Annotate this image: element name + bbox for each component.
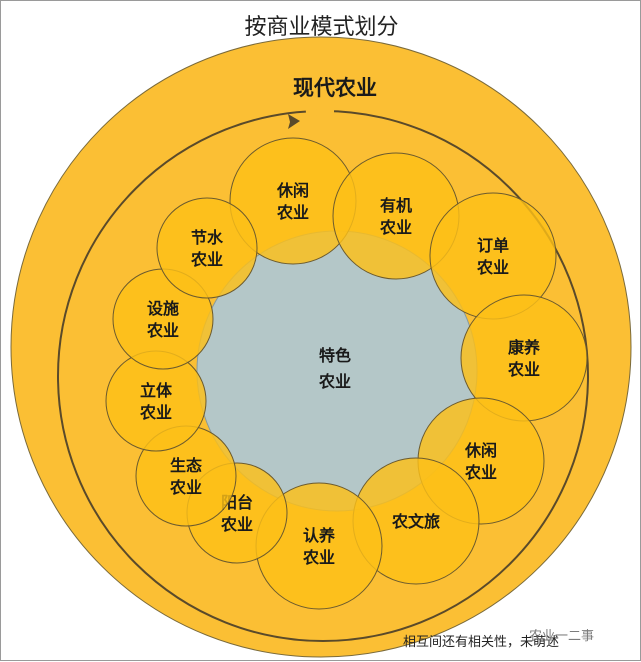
node-circle: [156, 197, 258, 299]
node-label: 农业: [464, 463, 497, 482]
node-label: 立体: [140, 381, 173, 400]
node-label: 设施: [147, 299, 179, 318]
note-text: 相互间还有相关性，未萌述: [403, 635, 560, 650]
outer-label: 现代农业: [293, 76, 377, 100]
node-label: 生态: [170, 456, 202, 475]
node-label: 农业: [507, 360, 540, 379]
node-label: 农业: [276, 203, 309, 222]
watermark-text: 农业一二事: [529, 629, 595, 644]
node-label: 农业: [476, 258, 509, 277]
node-label: 农业: [139, 403, 172, 422]
node-label: 农业: [190, 250, 223, 269]
node-label: 休闲: [464, 441, 497, 460]
node-label: 订单: [477, 236, 509, 255]
arrow-icon: [288, 114, 300, 129]
node-label: 农业: [302, 548, 335, 567]
node-label: 有机: [380, 196, 412, 215]
node-label: 农业: [146, 321, 179, 340]
center-label-line-2: 农业: [318, 372, 351, 391]
node-label: 农业: [169, 478, 202, 497]
center-label-line-1: 特色: [319, 346, 351, 365]
node-label: 农业: [220, 515, 253, 534]
node-label: 康养: [508, 338, 541, 357]
node-label: 认养: [303, 526, 336, 545]
node-label: 农文旅: [391, 512, 440, 531]
node-label: 农业: [379, 218, 412, 237]
page-title: 按商业模式划分: [244, 15, 399, 40]
node-label: 节水: [191, 228, 224, 247]
ring-gap-cover: [305, 108, 335, 116]
node-label: 休闲: [276, 181, 309, 200]
